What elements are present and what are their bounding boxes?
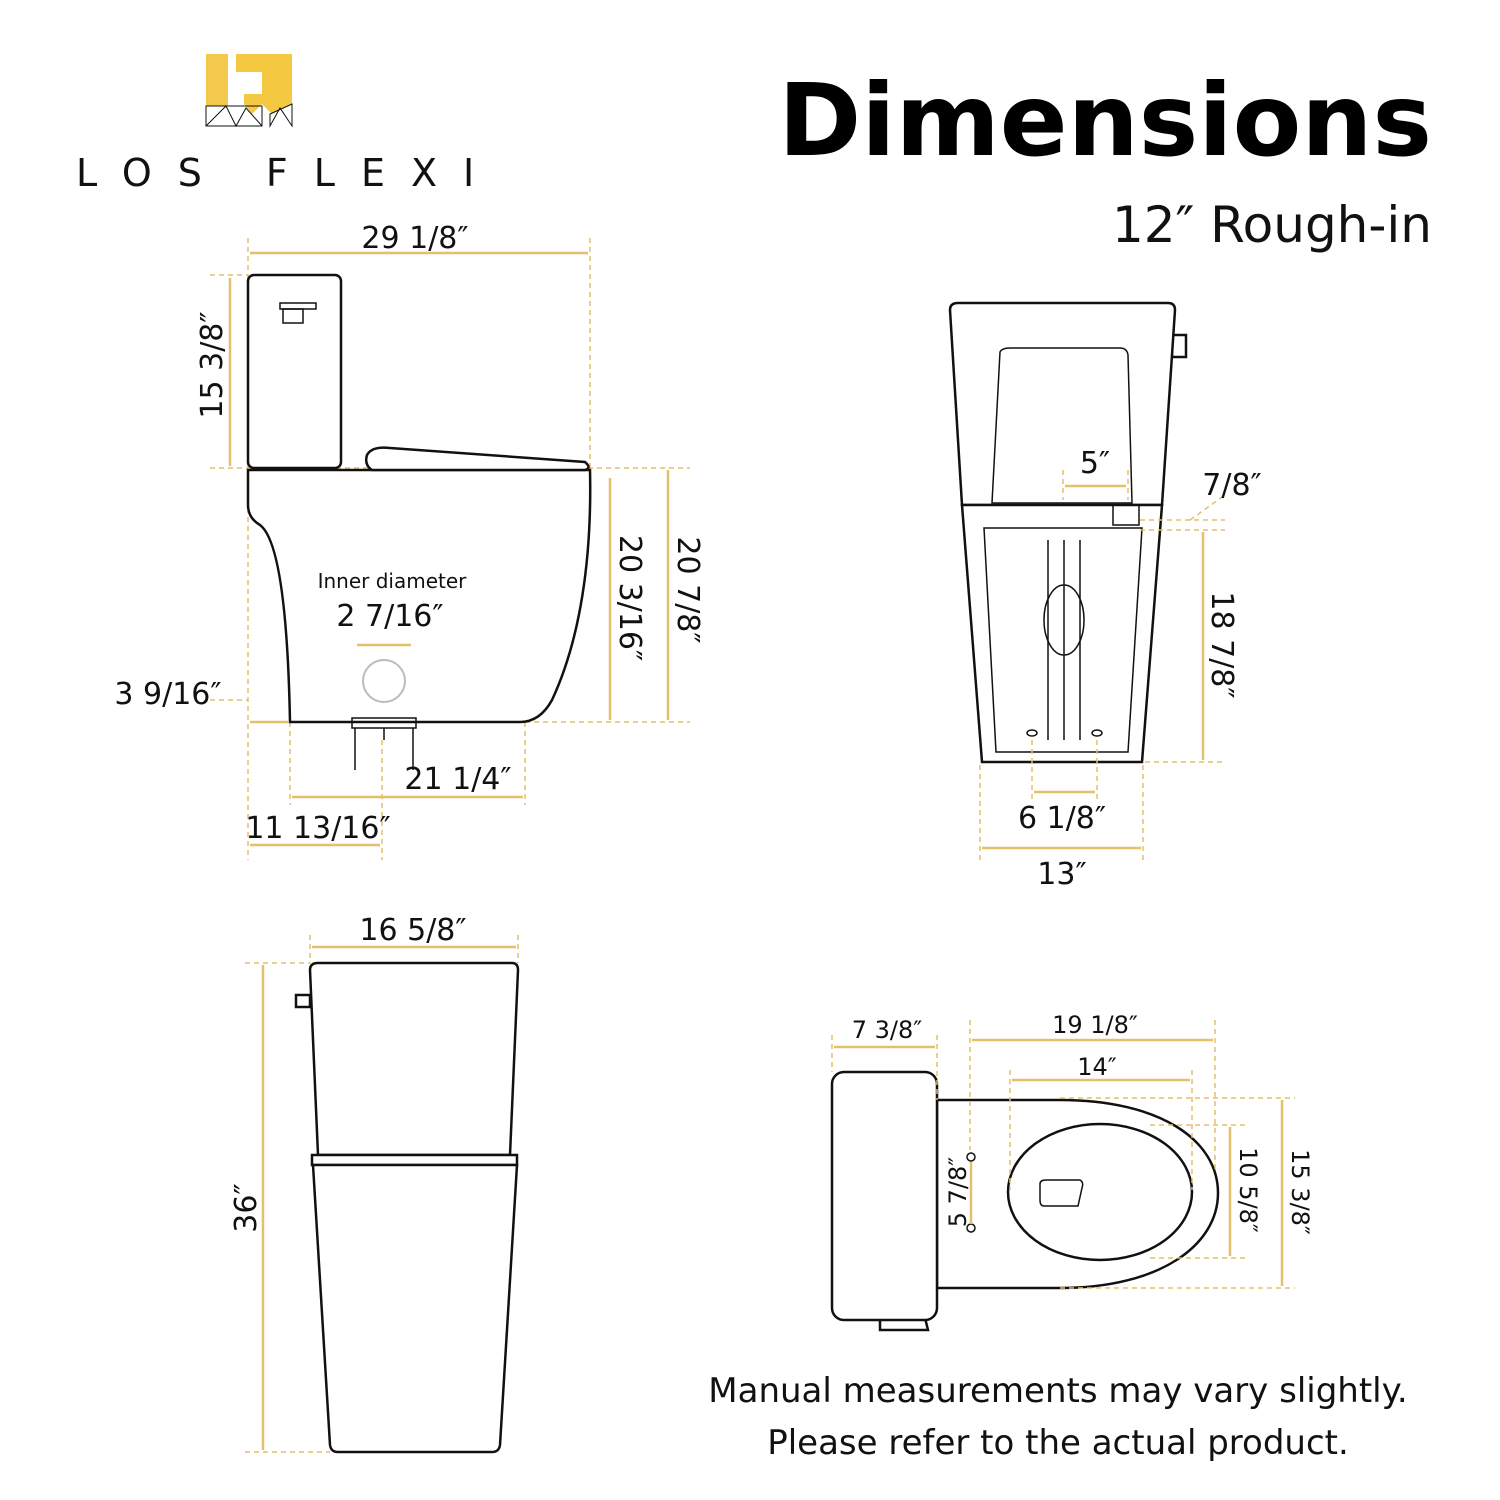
front-tank xyxy=(948,301,1177,507)
page-title: Dimensions xyxy=(778,62,1432,179)
bowl xyxy=(246,468,592,724)
overall-length-label: 29 1/8″ xyxy=(361,221,468,256)
tank-height-label: 15 3/8″ xyxy=(195,311,230,418)
total-height-label: 36″ xyxy=(229,1183,264,1232)
rear-offset-label: 3 9/16″ xyxy=(114,677,221,712)
bowl-width-label: 15 3/8″ xyxy=(1286,1149,1314,1235)
top-view: 7 3/8″ 19 1/8″ 14″ 5 7/8″ 10 5/8″ 15 3/8… xyxy=(830,1011,1314,1332)
tank xyxy=(246,273,343,470)
outlet-circle xyxy=(362,659,406,703)
bowl-length-label: 19 1/8″ xyxy=(1052,1011,1138,1039)
top-bowl xyxy=(935,1098,1220,1290)
seat xyxy=(364,446,590,472)
footer-note-1: Manual measurements may vary slightly. xyxy=(708,1371,1407,1411)
base-length-label: 21 1/4″ xyxy=(404,762,511,797)
side-view: 29 1/8″ 15 3/8″ Inner diameter 2 7/16″ 2… xyxy=(114,221,705,860)
back-bowl xyxy=(311,1163,519,1454)
flange-label: 7/8″ xyxy=(1202,468,1262,503)
seat-height-label: 20 7/8″ xyxy=(670,536,705,643)
seat-opening-length-label: 14″ xyxy=(1077,1053,1117,1081)
page-subtitle: 12″ Rough-in xyxy=(1112,196,1432,254)
bowl-height-label: 20 3/16″ xyxy=(612,535,647,661)
top-bolt-spacing-label: 5″ xyxy=(1080,446,1110,481)
front-view: 5″ 7/8″ 18 7/8″ 6 1/8″ 13″ xyxy=(948,301,1262,892)
front-bowl-height-label: 18 7/8″ xyxy=(1204,591,1239,698)
inner-diameter-caption: Inner diameter xyxy=(318,569,468,593)
top-tank xyxy=(830,1070,939,1322)
tank-width-label: 16 5/8″ xyxy=(359,913,466,948)
brand-name: LOS FLEXI xyxy=(76,151,500,195)
tank-depth-label: 7 3/8″ xyxy=(852,1016,923,1044)
seat-opening-width-label: 10 5/8″ xyxy=(1234,1147,1262,1233)
brand-logo: LOS FLEXI xyxy=(76,54,500,195)
rough-in-label: 11 13/16″ xyxy=(245,811,390,846)
bottom-bolt-spacing-label: 6 1/8″ xyxy=(1018,801,1106,836)
back-view: 16 5/8″ 36″ xyxy=(229,913,520,1454)
base-width-label: 13″ xyxy=(1037,857,1086,892)
back-tank xyxy=(308,961,520,1157)
top-bolt-label: 5 7/8″ xyxy=(944,1157,972,1228)
inner-diameter-label: 2 7/16″ xyxy=(336,599,443,634)
footer-note-2: Please refer to the actual product. xyxy=(767,1423,1349,1463)
front-bowl xyxy=(960,503,1164,764)
